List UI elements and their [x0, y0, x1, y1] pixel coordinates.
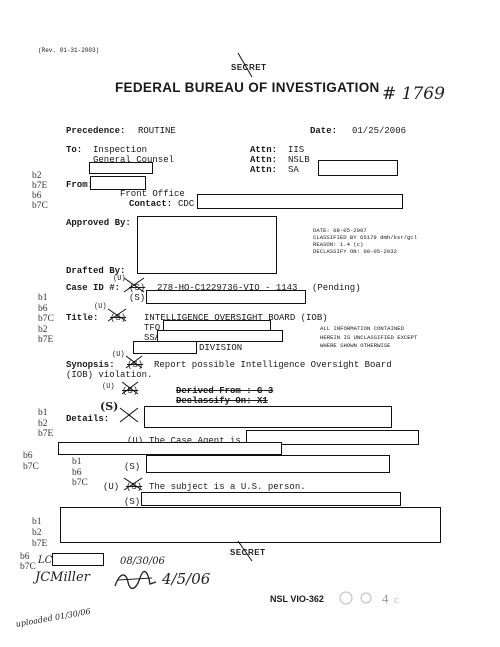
attn-label-1: Attn:: [250, 145, 278, 155]
agent-marking: (U): [127, 436, 144, 446]
exemption-codes-3: b1 b2 b7E: [38, 408, 54, 439]
redaction-box: [52, 553, 104, 566]
redaction-box: [246, 430, 419, 445]
redaction-box: [133, 341, 197, 354]
synopsis-marking: (U): [112, 351, 125, 359]
title-label: Title:: [66, 313, 99, 323]
redaction-box: [141, 492, 401, 506]
exemption-codes-7: b6 b7C: [20, 552, 36, 572]
signature-scribble: [114, 570, 157, 589]
contact-value: CDC: [178, 199, 195, 209]
to-line2: General Counsel: [93, 155, 175, 165]
details-marking: (S): [100, 400, 119, 413]
attn-label-3: Attn:: [250, 165, 278, 175]
redaction-box: [90, 176, 146, 190]
caseid-s-marking: (S): [129, 293, 146, 303]
handwritten-signature: JCMiller: [35, 570, 90, 585]
x-mark: [107, 308, 127, 322]
caseid-crossed-marking: (S): [129, 283, 146, 293]
synopsis-line2: (IOB) violation.: [66, 370, 153, 380]
derived-crossed-marking: (S): [122, 386, 139, 396]
x-mark: [123, 477, 143, 491]
date-label: Date:: [310, 126, 338, 136]
title-value: INTELLIGENCE OVERSIGHT BOARD (IOB): [144, 313, 328, 323]
redaction-box: [144, 406, 392, 428]
subject-marking: (U): [103, 482, 120, 492]
attn-value-1: IIS: [288, 145, 305, 155]
subject-text: The subject is a U.S. person.: [149, 482, 306, 492]
classification-top: SECRET: [231, 63, 267, 72]
title-crossed-marking: (S): [110, 313, 127, 323]
redaction-box: [146, 290, 306, 304]
exemption-codes-6: b1 b2 b7E: [32, 517, 48, 549]
attn-label-2: Attn:: [250, 155, 278, 165]
redaction-box: [146, 455, 390, 473]
agent-text: The Case Agent is: [149, 436, 241, 446]
caseid-status: (Pending): [312, 283, 361, 293]
x-mark: [121, 381, 139, 395]
subject-crossed-marking: (S): [126, 482, 143, 492]
synopsis-crossed-marking: (S): [127, 360, 144, 370]
revision-label: (Rev. 01-31-2003): [38, 47, 100, 54]
redaction-box: [60, 507, 441, 543]
exemption-codes-5: b1 b6 b7C: [72, 457, 88, 488]
redaction-box: [157, 330, 283, 342]
precedence-label: Precedence:: [66, 126, 126, 136]
caseid-label: Case ID #:: [66, 283, 121, 293]
to-label: To:: [66, 145, 83, 155]
svg-text:4: 4: [382, 591, 389, 606]
drafted-label: Drafted By:: [66, 266, 126, 276]
derived-from: Derived From : G-3: [176, 386, 274, 396]
exemption-codes-1: b2 b7E b6 b7C: [32, 171, 48, 211]
date-value: 01/25/2006: [352, 126, 407, 136]
handwritten-number: # 1769: [382, 84, 445, 104]
x-mark: [123, 277, 145, 293]
faint-stamp: 4 c: [339, 591, 399, 606]
ssa-label: SSA: [144, 333, 161, 343]
document-id: NSL VIO-362: [270, 594, 324, 604]
from-value: Front Office: [120, 189, 185, 199]
to-line1: Inspection: [93, 145, 148, 155]
x-mark: [119, 407, 139, 423]
details-label: Details:: [66, 414, 110, 424]
synopsis-line1: Report possible Intelligence Oversight B…: [154, 360, 392, 370]
redaction-box: [58, 442, 282, 455]
caseid-value: 278-HQ-C1229736-VIO - 1143: [157, 283, 298, 293]
caseid-marking: (U): [113, 275, 126, 283]
s-marking-1: (S): [124, 462, 141, 472]
unclassified-stamp: ALL INFORMATION CONTAINED HEREIN IS UNCL…: [320, 325, 418, 349]
from-label: From:: [66, 180, 94, 190]
svg-text:c: c: [394, 594, 399, 606]
handwritten-upload-note: uploaded 01/30/06: [15, 606, 92, 629]
declassify-on: Declassify On: X1: [176, 396, 268, 406]
precedence-value: ROUTINE: [138, 126, 176, 136]
redaction-box: [89, 162, 153, 174]
agency-title: FEDERAL BUREAU OF INVESTIGATION: [115, 80, 380, 95]
x-mark: [125, 355, 143, 369]
title-marking: (U): [94, 303, 107, 311]
strike-mark-top: [237, 52, 253, 78]
exemption-codes-2: b1 b6 b7C b2 b7E: [38, 293, 54, 345]
handwritten-initials: LCS: [38, 555, 60, 566]
handwritten-date-1: 08/30/06: [120, 556, 165, 567]
redaction-box: [197, 194, 403, 209]
attn-value-2: NSLB: [288, 155, 310, 165]
division-label: DIVISION: [199, 343, 243, 353]
synopsis-label: Synopsis:: [66, 360, 115, 370]
tfo-label: TFO: [144, 323, 161, 333]
classification-bottom: SECRET: [230, 548, 266, 557]
redaction-box: [137, 216, 277, 274]
handwritten-date-2: 4/5/06: [162, 570, 211, 588]
strike-mark-bottom: [237, 540, 253, 562]
derived-marking: (U): [102, 383, 115, 391]
s-marking-2: (S): [124, 497, 141, 507]
approved-label: Approved By:: [66, 218, 131, 228]
exemption-codes-4: b6 b7C: [23, 451, 39, 472]
attn-value-3: SA: [288, 165, 299, 175]
contact-label: Contact:: [129, 199, 173, 209]
redaction-box: [318, 160, 398, 176]
declassification-stamp: DATE: 08-05-2007 CLASSIFIED BY 65179 dmh…: [313, 227, 418, 255]
